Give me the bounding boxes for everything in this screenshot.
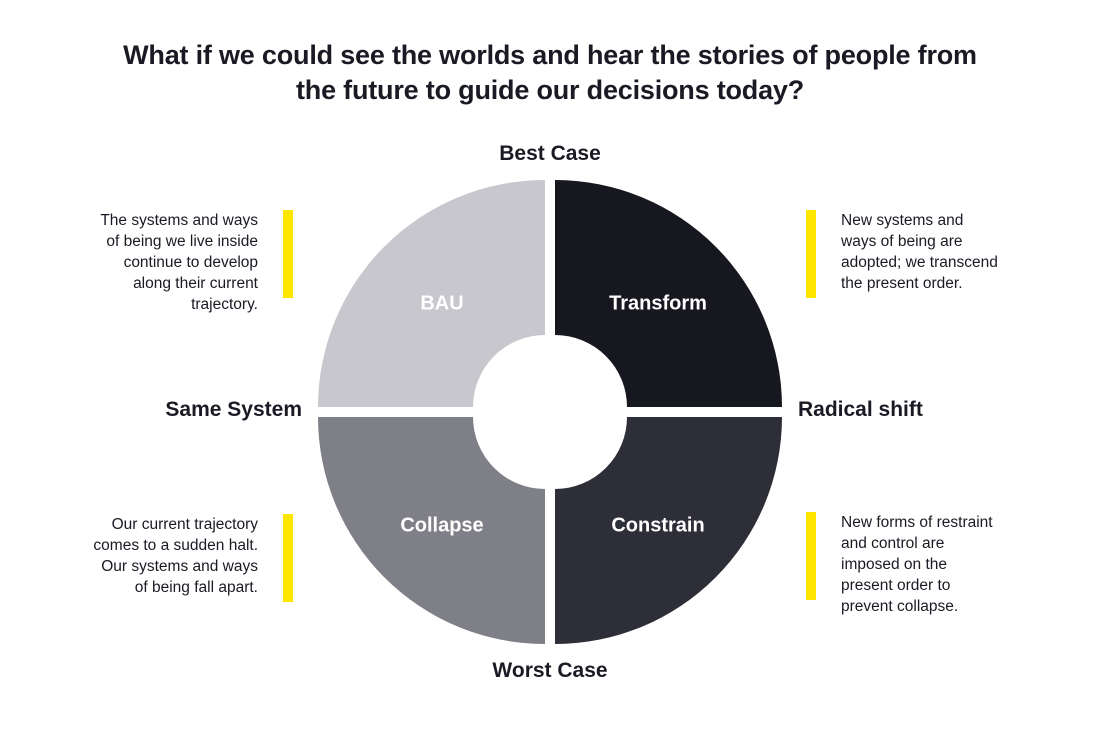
quadrant-collapse-label: Collapse bbox=[400, 514, 483, 536]
quadrant-donut-chart: BAU Transform Collapse Constrain bbox=[318, 180, 782, 644]
accent-bar bbox=[283, 210, 293, 298]
page-title: What if we could see the worlds and hear… bbox=[123, 40, 977, 105]
annotation-bau: The systems and ways of being we live in… bbox=[93, 210, 293, 315]
axis-label-best-case: Best Case bbox=[499, 142, 601, 165]
quadrant-constrain-label: Constrain bbox=[611, 514, 704, 536]
quadrant-constrain bbox=[555, 417, 782, 644]
quadrant-bau bbox=[318, 180, 545, 407]
annotation-collapse: Our current trajectory comes to a sudden… bbox=[93, 514, 293, 602]
annotation-transform-text: New systems and ways of being are adopte… bbox=[841, 212, 998, 292]
accent-bar bbox=[283, 514, 293, 602]
quadrant-collapse bbox=[318, 417, 545, 644]
annotation-constrain: New forms of restraint and control are i… bbox=[806, 512, 1001, 617]
quadrant-transform-label: Transform bbox=[609, 292, 707, 314]
annotation-constrain-text: New forms of restraint and control are i… bbox=[841, 514, 993, 615]
quadrant-bau-label: BAU bbox=[420, 292, 463, 314]
axis-label-worst-case: Worst Case bbox=[492, 659, 608, 682]
annotation-collapse-text: Our current trajectory comes to a sudden… bbox=[93, 516, 258, 596]
quadrant-transform bbox=[555, 180, 782, 407]
annotation-transform: New systems and ways of being are adopte… bbox=[806, 210, 1001, 298]
accent-bar bbox=[806, 512, 816, 600]
axis-label-same-system: Same System bbox=[165, 398, 302, 421]
accent-bar bbox=[806, 210, 816, 298]
axis-label-radical-shift: Radical shift bbox=[798, 398, 923, 421]
annotation-bau-text: The systems and ways of being we live in… bbox=[100, 212, 258, 313]
